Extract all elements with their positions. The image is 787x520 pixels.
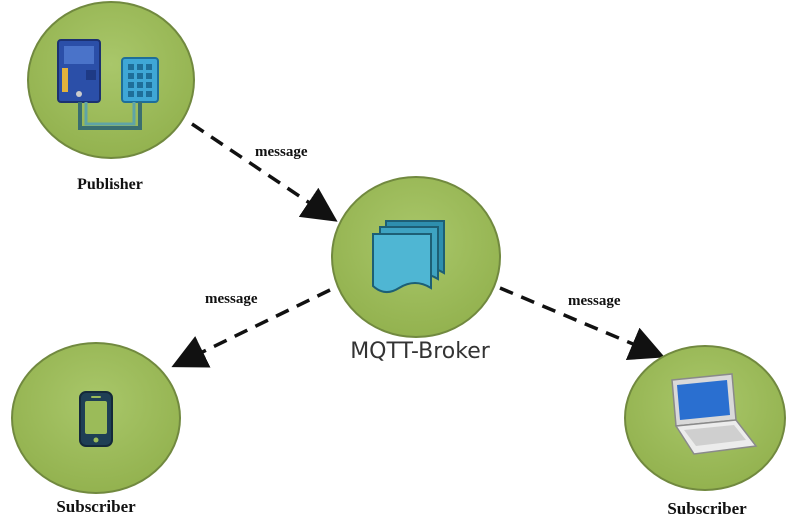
edge-label-message: message <box>205 291 258 307</box>
smartphone-icon <box>79 391 113 447</box>
edge-label-message: message <box>255 144 308 160</box>
subscriber-right-label: Subscriber <box>667 499 747 518</box>
node-broker: MQTT-Broker <box>331 176 501 364</box>
laptop-icon <box>671 373 758 455</box>
message-stack-icon <box>372 220 445 293</box>
edge-broker-subscriber-left: message <box>171 288 331 368</box>
node-publisher: Publisher <box>27 1 195 193</box>
broker-label: MQTT-Broker <box>350 339 491 364</box>
edge-publisher-broker: message <box>191 122 338 222</box>
microcontroller-sensor-icon <box>57 39 159 130</box>
node-subscriber-left: Subscriber <box>11 342 181 516</box>
node-subscriber-right: Subscriber <box>624 345 786 518</box>
publisher-label: Publisher <box>77 176 143 193</box>
subscriber-left-label: Subscriber <box>56 497 136 516</box>
edge-broker-subscriber-right: message <box>499 286 665 360</box>
edge-label-message: message <box>568 293 621 309</box>
